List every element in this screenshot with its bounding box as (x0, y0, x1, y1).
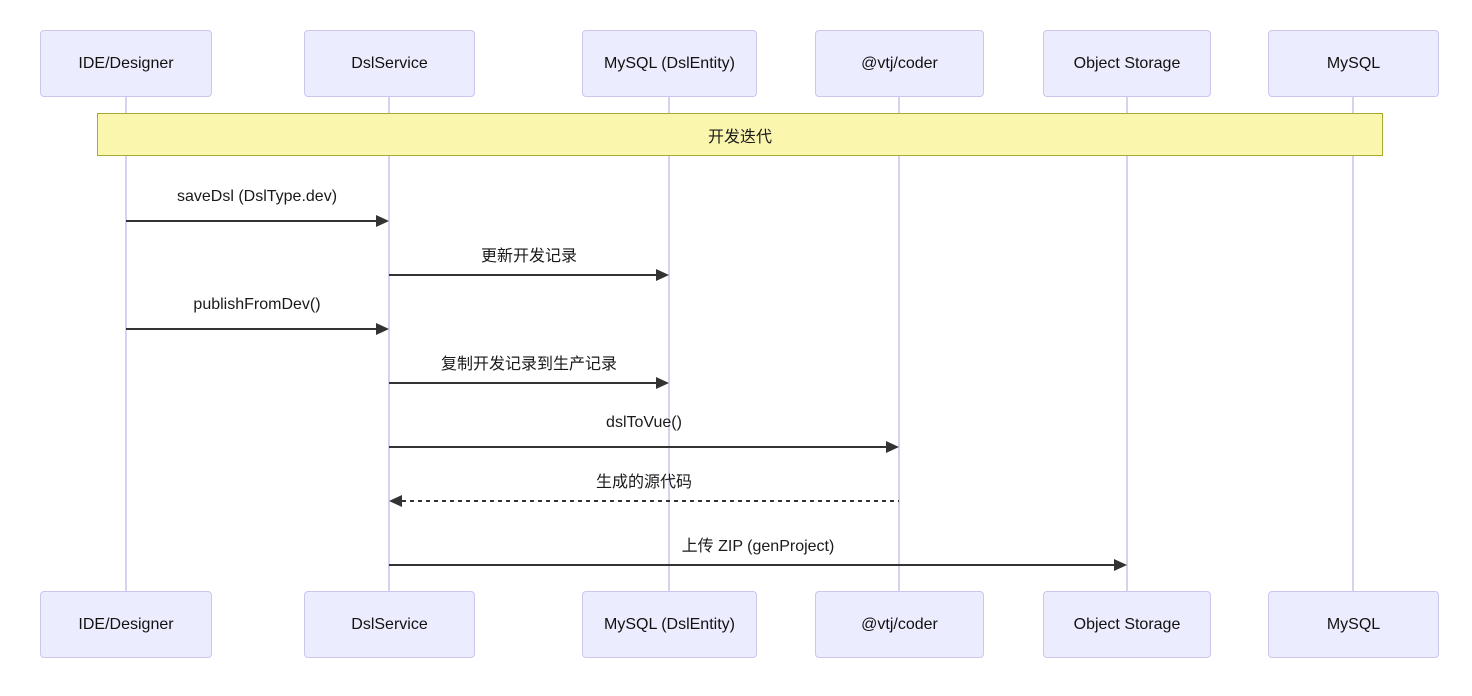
lifeline-mysql (1352, 97, 1354, 592)
arrowhead-dsltovue (886, 441, 899, 453)
banner-label: 开发迭代 (707, 128, 772, 146)
message-line-upload-zip (389, 564, 1114, 566)
arrowhead-savedsl (376, 215, 389, 227)
arrowhead-generated-source (389, 495, 402, 507)
actor-top-object-storage: Object Storage (1043, 30, 1211, 97)
message-line-copy-dev-to-prod (389, 382, 656, 384)
actor-bottom-mysql-dslentity: MySQL (DslEntity) (582, 591, 757, 658)
actor-bottom-object-storage: Object Storage (1043, 591, 1211, 658)
actor-bottom-ide-designer: IDE/Designer (40, 591, 212, 658)
lifeline-mysql-dslentity (668, 97, 670, 592)
message-label-upload-zip: 上传 ZIP (genProject) (681, 538, 835, 555)
message-label-dsltovue: dslToVue() (606, 414, 682, 431)
actor-bottom-vtj-coder: @vtj/coder (815, 591, 984, 658)
actor-bottom-mysql: MySQL (1268, 591, 1439, 658)
message-line-update-dev-record (389, 274, 656, 276)
lifeline-vtj-coder (898, 97, 900, 592)
message-line-savedsl (126, 220, 377, 222)
lifeline-object-storage (1126, 97, 1128, 592)
actor-top-dslservice: DslService (304, 30, 475, 97)
actor-top-ide-designer: IDE/Designer (40, 30, 212, 97)
message-label-savedsl: saveDsl (DslType.dev) (176, 188, 338, 205)
banner-dev-iteration: 开发迭代 (97, 113, 1383, 156)
message-line-generated-source (402, 500, 899, 502)
lifeline-dslservice (388, 97, 390, 592)
actor-top-mysql: MySQL (1268, 30, 1439, 97)
arrowhead-publishfromdev (376, 323, 389, 335)
arrowhead-update-dev-record (656, 269, 669, 281)
message-label-publishfromdev: publishFromDev() (193, 296, 321, 313)
arrowhead-upload-zip (1114, 559, 1127, 571)
message-line-dsltovue (389, 446, 886, 448)
actor-top-mysql-dslentity: MySQL (DslEntity) (582, 30, 757, 97)
message-label-update-dev-record: 更新开发记录 (480, 248, 578, 265)
lifeline-ide-designer (125, 97, 127, 592)
actor-top-vtj-coder: @vtj/coder (815, 30, 984, 97)
message-label-generated-source: 生成的源代码 (595, 474, 693, 491)
actor-bottom-dslservice: DslService (304, 591, 475, 658)
arrowhead-copy-dev-to-prod (656, 377, 669, 389)
message-line-publishfromdev (126, 328, 377, 330)
message-label-copy-dev-to-prod: 复制开发记录到生产记录 (440, 356, 618, 373)
